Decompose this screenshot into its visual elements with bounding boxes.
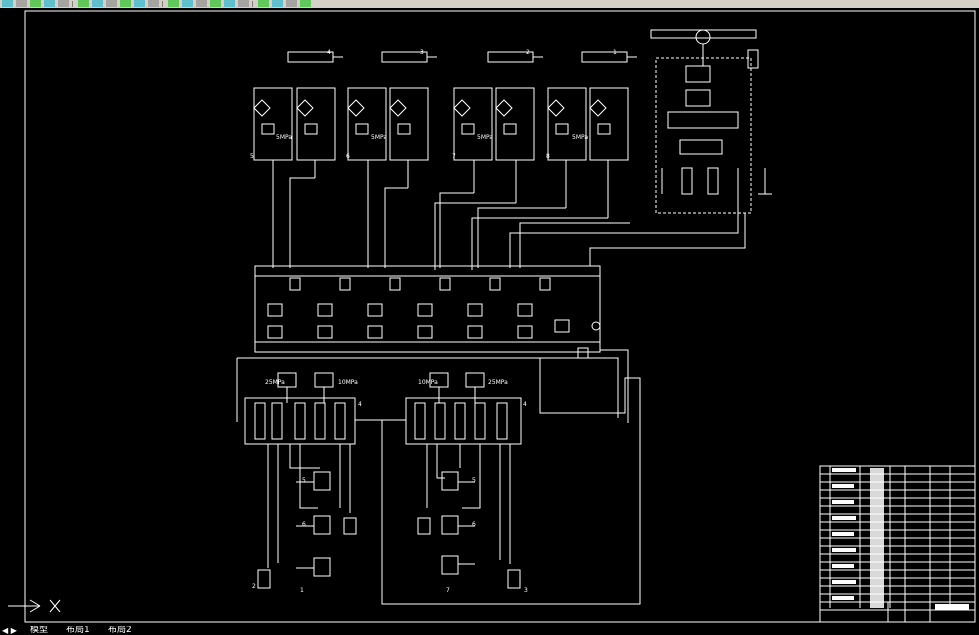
markup-icon[interactable]	[286, 0, 297, 7]
title-block	[819, 465, 976, 623]
actuators-left	[257, 444, 357, 589]
valve-label-4: 8	[546, 153, 550, 160]
drawing-frame	[24, 10, 976, 623]
valve-bank-right	[405, 372, 522, 445]
actuator-label-4: 5	[472, 477, 476, 484]
calc-icon[interactable]	[272, 0, 283, 7]
pan-icon[interactable]	[168, 0, 179, 7]
bank-label-1: 25MPa	[265, 379, 285, 386]
pressure-label-3: 5MPa	[477, 134, 493, 141]
drawing-canvas[interactable]: 4 3 2 1 5MPa 5MPa 5MPa 5MPa 5 6 7 8 4 4 …	[0, 8, 979, 626]
title-block-fills	[832, 468, 969, 610]
print-icon[interactable]	[44, 0, 55, 7]
new-icon[interactable]	[2, 0, 13, 7]
copy-icon[interactable]	[92, 0, 103, 7]
pressure-label-2: 5MPa	[371, 134, 387, 141]
match-icon[interactable]	[120, 0, 131, 7]
bank-label-4: 25MPa	[488, 379, 508, 386]
cylinder-group-2	[347, 51, 437, 268]
ucs-icon	[8, 599, 61, 613]
valve-label-3: 7	[452, 153, 456, 160]
zoom-icon[interactable]	[182, 0, 193, 7]
paste-icon[interactable]	[106, 0, 117, 7]
cylinder-1-label: 4	[327, 49, 331, 56]
hydraulic-schematic: 4 3 2 1 5MPa 5MPa 5MPa 5MPa 5 6 7 8 4 4 …	[8, 10, 976, 623]
save-icon[interactable]	[30, 0, 41, 7]
toolbar-separator	[252, 1, 253, 7]
redo-icon[interactable]	[148, 0, 159, 7]
actuator-label-6: 1	[300, 587, 304, 594]
cylinder-group-1	[253, 51, 343, 268]
actuator-label-1: 5	[302, 477, 306, 484]
toolpalette-icon[interactable]	[258, 0, 269, 7]
designcenter-icon[interactable]	[238, 0, 249, 7]
actuator-label-2: 6	[302, 521, 306, 528]
cut-icon[interactable]	[78, 0, 89, 7]
tab-layout1[interactable]: 布局1	[66, 626, 90, 635]
power-unit	[650, 29, 772, 214]
cylinder-group-3	[453, 51, 543, 203]
toolbar-separator	[72, 1, 73, 7]
properties-icon[interactable]	[224, 0, 235, 7]
undo-icon[interactable]	[134, 0, 145, 7]
toolbar-separator	[162, 1, 163, 7]
preview-icon[interactable]	[58, 0, 69, 7]
cylinder-3-label: 2	[526, 49, 530, 56]
tab-nav-arrows[interactable]: ◀ ▶	[2, 626, 17, 635]
cylinder-2-label: 3	[420, 49, 424, 56]
actuators-right	[417, 444, 521, 589]
pressure-label-1: 5MPa	[276, 134, 292, 141]
valve-manifold	[254, 265, 601, 359]
actuator-label-8: 3	[524, 587, 528, 594]
valve-label-1: 5	[250, 153, 254, 160]
open-icon[interactable]	[16, 0, 27, 7]
actuator-label-7: 7	[446, 587, 450, 594]
layout-tabs: ◀ ▶ 模型 布局1 布局2	[0, 626, 979, 635]
zoom-previous-icon[interactable]	[210, 0, 221, 7]
valve-label-2: 6	[346, 153, 350, 160]
tab-model[interactable]: 模型	[30, 626, 49, 635]
cylinder-group-4	[547, 51, 637, 218]
right-block-label: 4	[523, 401, 527, 408]
bank-label-2: 10MPa	[338, 379, 358, 386]
tab-layout2[interactable]: 布局2	[108, 626, 132, 635]
cylinder-4-label: 1	[613, 49, 617, 56]
zoom-window-icon[interactable]	[196, 0, 207, 7]
help-icon[interactable]	[300, 0, 311, 7]
pressure-label-4: 5MPa	[572, 134, 588, 141]
bank-label-3: 10MPa	[418, 379, 438, 386]
actuator-label-5: 2	[252, 583, 256, 590]
left-block-label: 4	[358, 401, 362, 408]
actuator-label-3: 6	[472, 521, 476, 528]
